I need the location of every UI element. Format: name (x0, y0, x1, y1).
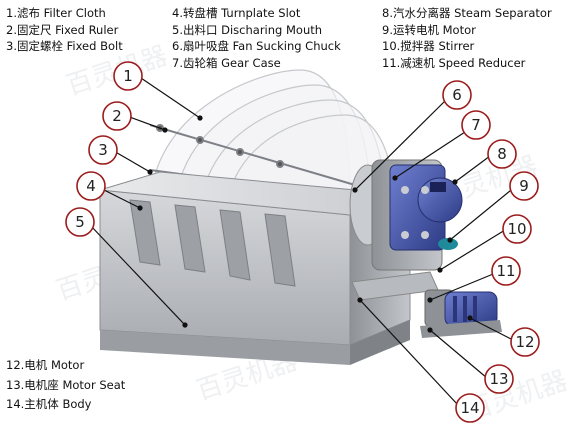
legend-parts-4-7: 4.转盘槽 Turnplate Slot 5.出料口 Discharing Mo… (172, 5, 341, 71)
callout-12: 12 (510, 327, 540, 357)
callout-1: 1 (113, 61, 143, 91)
legend-item-discharging-mouth: 5.出料口 Discharing Mouth (172, 22, 323, 37)
callout-13: 13 (484, 364, 514, 394)
legend-parts-12-14: 12.电机 Motor 13.电机座 Motor Seat 14.主机体 Bod… (6, 356, 125, 415)
legend-item-motor-seat: 13.电机座 Motor Seat (6, 377, 126, 392)
callout-6: 6 (442, 80, 472, 110)
callout-7: 7 (461, 110, 491, 140)
legend-parts-1-3: 1.滤布 Filter Cloth 2.固定尺 Fixed Ruler 3.固定… (6, 5, 123, 55)
callout-10: 10 (502, 214, 532, 244)
callout-14: 14 (455, 393, 485, 423)
legend-item-steam-separator: 8.汽水分离器 Steam Separator (382, 6, 552, 20)
legend-item-body: 14.主机体 Body (6, 397, 92, 411)
callout-9: 9 (509, 171, 539, 201)
svg-text:13: 13 (489, 370, 508, 388)
svg-text:1: 1 (123, 67, 133, 85)
callout-11: 11 (491, 256, 521, 286)
legend-item-motor: 9.运转电机 Motor (382, 22, 476, 37)
drive-assembly (349, 159, 463, 271)
legend-item-gear-case: 7.齿轮箱 Gear Case (172, 55, 281, 70)
svg-text:14: 14 (460, 399, 479, 417)
callout-2: 2 (102, 101, 132, 131)
legend-item-fixed-bolt: 3.固定螺栓 Fixed Bolt (6, 39, 123, 54)
svg-text:6: 6 (452, 86, 462, 104)
callout-8: 8 (487, 139, 517, 169)
legend-item-filter-cloth: 1.滤布 Filter Cloth (6, 6, 106, 20)
legend-item-stirrer: 10.搅拌器 Stirrer (382, 39, 475, 54)
callout-leaders (89, 75, 517, 406)
legend-item-turnplate-slot: 4.转盘槽 Turnplate Slot (172, 6, 301, 20)
svg-text:8: 8 (497, 145, 507, 163)
svg-text:2: 2 (112, 107, 122, 125)
callout-5: 5 (65, 207, 95, 237)
callout-3: 3 (88, 135, 118, 165)
svg-text:10: 10 (507, 220, 526, 238)
legend-item-fixed-ruler: 2.固定尺 Fixed Ruler (6, 22, 119, 37)
legend-item-fan-sucking-chuck: 6.扇叶吸盘 Fan Sucking Chuck (172, 39, 341, 54)
callout-4: 4 (76, 171, 106, 201)
svg-text:11: 11 (496, 262, 515, 280)
legend-item-speed-reducer: 11.减速机 Speed Reducer (382, 55, 526, 70)
svg-text:7: 7 (471, 116, 481, 134)
svg-text:4: 4 (86, 177, 96, 195)
svg-text:9: 9 (519, 177, 529, 195)
legend-parts-8-11: 8.汽水分离器 Steam Separator 9.运转电机 Motor 10.… (382, 5, 552, 71)
legend-item-motor-12: 12.电机 Motor (6, 358, 85, 372)
svg-text:12: 12 (515, 333, 534, 351)
svg-text:3: 3 (98, 141, 108, 159)
svg-text:5: 5 (75, 213, 85, 231)
